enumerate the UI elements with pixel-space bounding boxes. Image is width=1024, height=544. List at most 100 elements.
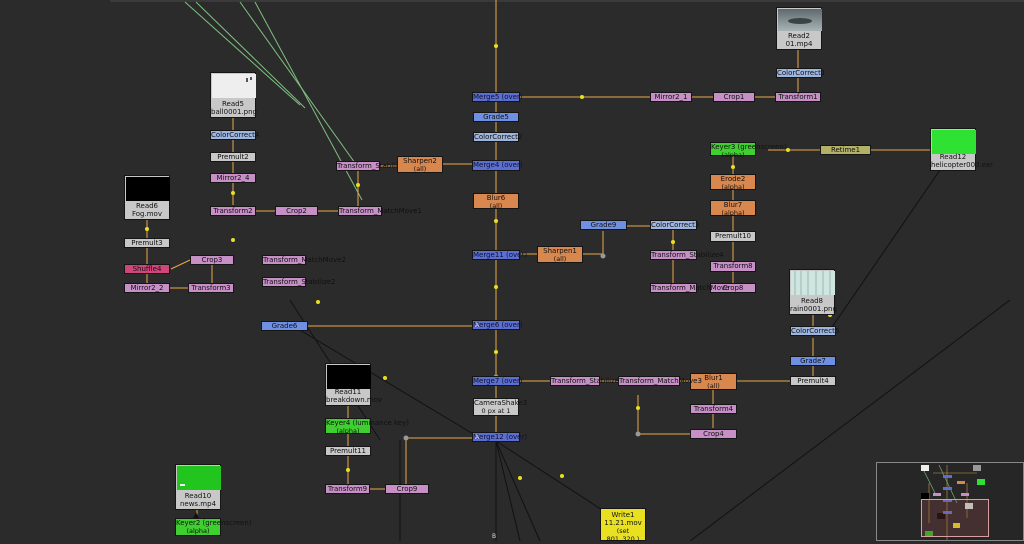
blur7-node[interactable]: Blur7(alpha) xyxy=(710,200,756,217)
transform3-node[interactable]: Transform3 xyxy=(188,283,234,293)
write1-node[interactable]: Write1 11.21.mov (set 801_320.) xyxy=(600,508,646,543)
transform-stabilize-top-node[interactable]: Transform_Stabilize xyxy=(336,161,406,171)
transform-matchmove-right-node[interactable]: Transform_MatchMove xyxy=(650,283,729,293)
transform2-label: Transform2 xyxy=(213,207,253,215)
merge6-node[interactable]: Merge6 (over) xyxy=(472,320,523,330)
erode2-label: Erode2 xyxy=(720,175,746,183)
blur7-label: Blur7 xyxy=(723,201,743,209)
blur1-node[interactable]: Blur1(all) xyxy=(690,373,737,390)
merge7-node[interactable]: Merge7 (over) xyxy=(472,376,523,386)
colorcorrect5-node[interactable]: ColorCorrect5 xyxy=(790,326,840,336)
keyer3-node[interactable]: Keyer3 (greenscreen)(alpha) xyxy=(710,142,787,159)
keyer4-node[interactable]: Keyer4 (luminance key)(alpha) xyxy=(325,418,409,435)
read10-file: news.mp4 xyxy=(179,500,217,508)
crop8-node[interactable]: Crop8 xyxy=(710,283,756,293)
sharpen1-node[interactable]: Sharpen1(all) xyxy=(537,246,583,263)
read10-thumbnail xyxy=(177,466,221,490)
premult11-node[interactable]: Premult11 xyxy=(325,446,371,456)
mirror2-1-node[interactable]: Mirror2_1 xyxy=(650,92,692,102)
colorcorrect5-label: ColorCorrect5 xyxy=(791,327,840,335)
read12-thumbnail xyxy=(932,130,976,154)
read8-title: Read8 xyxy=(800,297,824,305)
transform4-node[interactable]: Transform4 xyxy=(690,404,737,414)
write1-info: (set 801_320.) xyxy=(606,527,640,543)
erode2-channel: (alpha) xyxy=(721,183,745,191)
merge11-node[interactable]: Merge11 (over) xyxy=(472,250,527,260)
transform9-node[interactable]: Transform9 xyxy=(325,484,370,494)
premult4-node[interactable]: Premult4 xyxy=(790,376,836,386)
transform-matchmove2-node[interactable]: Transform_MatchMove2 xyxy=(262,255,346,265)
port-b-label: B xyxy=(492,533,497,540)
transform-stabilize-mid-label: Transform_Stabilize xyxy=(551,377,620,385)
keyer2-node[interactable]: Keyer2 (greenscreen)(alpha) xyxy=(175,518,252,536)
navigator-minimap[interactable] xyxy=(876,462,1024,541)
colorcorrect3-node[interactable]: ColorCorrect3 xyxy=(650,220,699,230)
shuffle4-node[interactable]: Shuffle4 xyxy=(124,264,170,274)
camerashake3-label: CameraShake3 xyxy=(474,399,528,407)
keyer4-label: Keyer4 (luminance key) xyxy=(326,419,409,427)
transform8-label: Transform8 xyxy=(713,262,753,270)
transform-stabilize2-node[interactable]: Transform_Stabilize2 xyxy=(262,277,336,287)
transform8-node[interactable]: Transform8 xyxy=(710,261,756,272)
shuffle4-label: Shuffle4 xyxy=(132,265,162,273)
grade9-node[interactable]: Grade9 xyxy=(580,220,627,230)
merge12-label: Merge12 (over) xyxy=(473,433,528,441)
merge5-node[interactable]: Merge5 (over) xyxy=(472,92,523,102)
sharpen1-label: Sharpen1 xyxy=(543,247,577,255)
transform1-node[interactable]: Transform1 xyxy=(775,92,821,102)
colorcorrect4-node[interactable]: ColorCorrect4 xyxy=(210,130,259,140)
mirror2-2-node[interactable]: Mirror2_2 xyxy=(124,283,170,293)
keyer2-label: Keyer2 (greenscreen) xyxy=(176,519,252,527)
blur1-label: Blur1 xyxy=(704,374,723,382)
crop9-node[interactable]: Crop9 xyxy=(385,484,429,494)
premult4-label: Premult4 xyxy=(797,377,829,385)
read6-file: Fog.mov xyxy=(132,210,162,218)
transform2-node[interactable]: Transform2 xyxy=(210,206,256,216)
blur6-node[interactable]: Blur6(all) xyxy=(473,193,519,210)
merge12-node[interactable]: Merge12 (over) xyxy=(472,432,528,442)
sharpen2-label: Sharpen2 xyxy=(403,157,437,165)
transform-stabilize-mid-node[interactable]: Transform_Stabilize xyxy=(550,376,620,386)
erode2-node[interactable]: Erode2(alpha) xyxy=(710,174,756,191)
grade7-node[interactable]: Grade7 xyxy=(790,356,836,366)
colorcorrect1-node[interactable]: ColorCorrect1 xyxy=(776,68,825,78)
camerashake3-info: 0 px at 1 xyxy=(481,407,511,415)
premult2-label: Premult2 xyxy=(217,153,249,161)
transform-matchmove3-label: Transform_MatchMove3 xyxy=(619,377,702,385)
merge4-node[interactable]: Merge4 (over) xyxy=(472,160,523,171)
grade6-node[interactable]: Grade6 xyxy=(261,321,308,331)
minimap-viewport[interactable] xyxy=(921,499,989,537)
transform3-label: Transform3 xyxy=(191,284,231,292)
read11-title: Read11 xyxy=(334,388,362,396)
premult2-node[interactable]: Premult2 xyxy=(210,152,256,162)
crop3-node[interactable]: Crop3 xyxy=(190,255,234,265)
read12-file: helicopter000.exr xyxy=(931,161,993,169)
mirror2-4-node[interactable]: Mirror2_4 xyxy=(210,173,256,183)
grade5-node[interactable]: Grade5 xyxy=(473,112,519,122)
transform-stabilize-top-label: Transform_Stabilize xyxy=(337,162,406,170)
sharpen2-node[interactable]: Sharpen2(all) xyxy=(397,156,443,173)
premult10-node[interactable]: Premult10 xyxy=(710,231,756,242)
crop2-node[interactable]: Crop2 xyxy=(275,206,318,216)
merge7-label: Merge7 (over) xyxy=(473,377,523,385)
crop4-node[interactable]: Crop4 xyxy=(690,429,737,439)
colorcorrect2-node[interactable]: ColorCorrect2 xyxy=(473,132,522,142)
read2-file: 01.mp4 xyxy=(785,40,813,48)
read2-thumbnail xyxy=(778,9,822,31)
transform-matchmove3-node[interactable]: Transform_MatchMove3 xyxy=(618,376,702,386)
transform-stabilize4-node[interactable]: Transform_Stabilize4 xyxy=(650,250,724,260)
retime1-node[interactable]: Retime1 xyxy=(820,145,871,155)
premult3-node[interactable]: Premult3 xyxy=(124,238,170,248)
crop2-label: Crop2 xyxy=(286,207,307,215)
transform-matchmove1-node[interactable]: Transform_MatchMove1 xyxy=(338,206,422,216)
crop1-node[interactable]: Crop1 xyxy=(713,92,755,102)
